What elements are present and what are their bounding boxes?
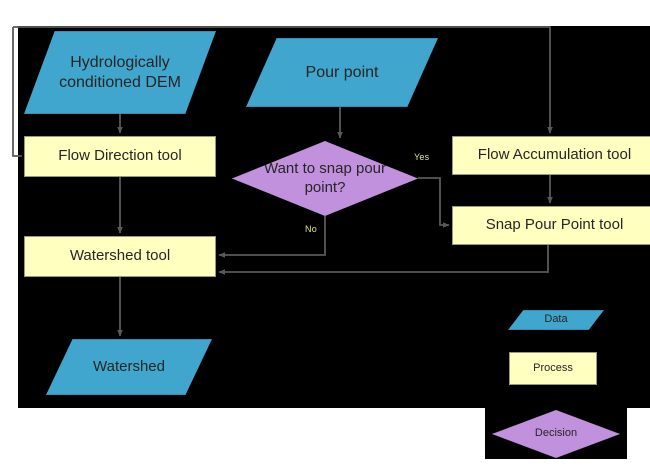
node-label: Watershed [93, 357, 165, 375]
legend-item-process: Process [509, 352, 597, 385]
node-flow-direction-tool[interactable]: Flow Direction tool [24, 136, 216, 177]
legend-label: Decision [534, 427, 578, 440]
node-pour-point[interactable]: Pour point [246, 38, 438, 107]
node-hydrologically-conditioned-dem[interactable]: Hydrologically conditioned DEM [24, 31, 216, 114]
node-watershed-output[interactable]: Watershed [46, 339, 212, 395]
legend-label: Data [544, 313, 568, 326]
node-label: Hydrologically conditioned DEM [59, 53, 181, 91]
node-label: Snap Pour Point tool [485, 216, 624, 234]
node-watershed-tool[interactable]: Watershed tool [24, 236, 216, 277]
legend-label: Process [533, 361, 573, 374]
branch-label-no: No [305, 224, 317, 234]
node-label: Flow Accumulation tool [477, 146, 632, 164]
node-label: Want to snap pour point? [263, 160, 386, 196]
node-label: Pour point [305, 63, 379, 81]
node-flow-accumulation-tool[interactable]: Flow Accumulation tool [452, 136, 650, 175]
legend-item-data: Data [508, 310, 604, 330]
node-label: Flow Direction tool [58, 147, 182, 165]
node-label: Watershed tool [69, 247, 171, 265]
node-snap-pour-point-tool[interactable]: Snap Pour Point tool [452, 206, 650, 245]
branch-label-yes: Yes [414, 152, 430, 162]
